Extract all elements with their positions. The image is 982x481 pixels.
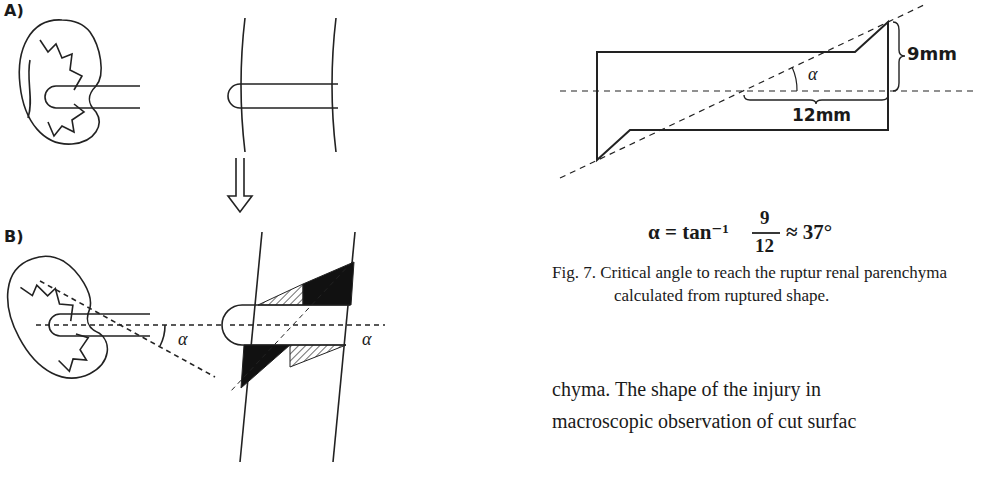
fraction-bar: [752, 232, 780, 234]
figure-caption: Fig. 7. Critical angle to reach the rupt…: [552, 262, 982, 308]
body-text: chyma. The shape of the injury in: [552, 378, 821, 401]
tube: [228, 84, 338, 108]
down-arrow: [228, 158, 252, 212]
tilted-axis: [40, 281, 215, 377]
hatched-region: [258, 284, 303, 305]
formula-text: α = tan⁻¹: [648, 220, 729, 244]
body-text: macroscopic observation of cut surfac: [552, 410, 856, 433]
angle-label: α: [178, 329, 187, 350]
wall-line: [241, 18, 245, 152]
angle-label: α: [362, 329, 371, 350]
black-region: [241, 345, 290, 388]
formula-text: ≈ 37°: [786, 220, 832, 244]
angle-arc: [160, 325, 165, 346]
angle-label: α: [808, 64, 817, 85]
axis-line: [36, 324, 225, 326]
axis-line: [560, 90, 975, 91]
axis-line: [230, 324, 385, 326]
kidney-outline: [19, 20, 101, 144]
tilted-axis: [230, 262, 352, 392]
tilted-axis: [560, 4, 926, 178]
angle-arc: [792, 67, 797, 91]
dimension-brace: [893, 22, 905, 91]
formula-numerator: 9: [760, 207, 770, 229]
panel-label: A): [4, 2, 24, 20]
black-region: [303, 262, 354, 305]
panel-label: B): [4, 228, 24, 246]
tube: [45, 86, 140, 108]
formula-denominator: 12: [755, 235, 774, 257]
kidney-outline: [0, 244, 117, 394]
dimension-label: 12mm: [792, 106, 851, 126]
dimension-label: 9mm: [907, 44, 957, 65]
hatched-region: [290, 345, 346, 367]
dimension-brace: [744, 95, 888, 104]
wall-line: [332, 18, 336, 152]
